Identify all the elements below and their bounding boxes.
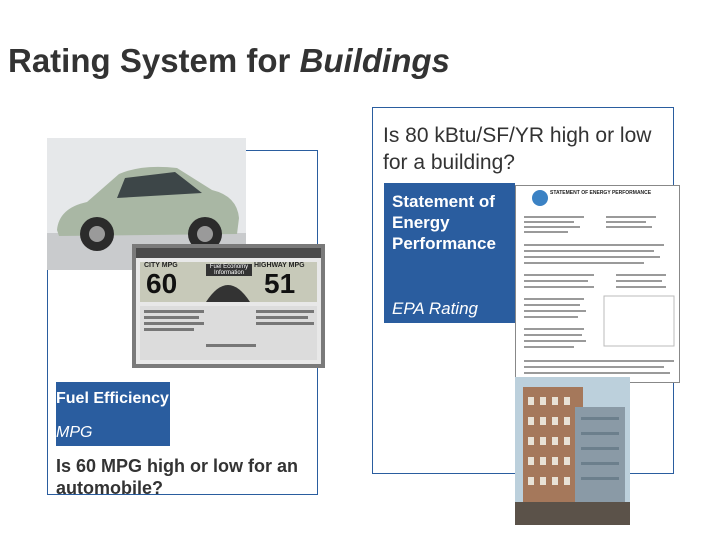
building-illustration bbox=[515, 377, 630, 525]
slide-title: Rating System for Buildings bbox=[8, 42, 450, 80]
mpg-subtitle: MPG bbox=[56, 424, 93, 441]
document-graphic bbox=[524, 190, 675, 374]
slide-title-italic: Buildings bbox=[299, 42, 450, 79]
city-mpg-heading: CITY MPG bbox=[144, 262, 178, 269]
statement-title: Statement of Energy Performance bbox=[392, 192, 496, 253]
slide-title-main: Rating System for bbox=[8, 42, 300, 79]
fuel-efficiency-box: Fuel Efficiency MPG bbox=[56, 382, 170, 446]
fuel-economy-badge: Fuel Economy Information bbox=[206, 264, 252, 276]
fuel-efficiency-title: Fuel Efficiency bbox=[56, 390, 169, 407]
building-photo bbox=[515, 377, 630, 525]
epa-rating-subtitle: EPA Rating bbox=[392, 299, 478, 318]
automobile-question: Is 60 MPG high or low for an automobile? bbox=[56, 456, 299, 498]
fuel-economy-label: CITY MPG 60 HIGHWAY MPG 51 Fuel Economy … bbox=[132, 244, 325, 368]
energy-performance-box: Statement of Energy Performance EPA Rati… bbox=[384, 183, 515, 323]
city-mpg-value: 60 bbox=[146, 268, 178, 299]
building-question: Is 80 kBtu/SF/YR high or low for a build… bbox=[383, 124, 652, 174]
document-heading: STATEMENT OF ENERGY PERFORMANCE bbox=[550, 190, 652, 196]
highway-mpg-value: 51 bbox=[264, 268, 296, 299]
energy-statement-document: STATEMENT OF ENERGY PERFORMANCE bbox=[515, 185, 680, 383]
highway-mpg-heading: HIGHWAY MPG bbox=[254, 262, 305, 269]
